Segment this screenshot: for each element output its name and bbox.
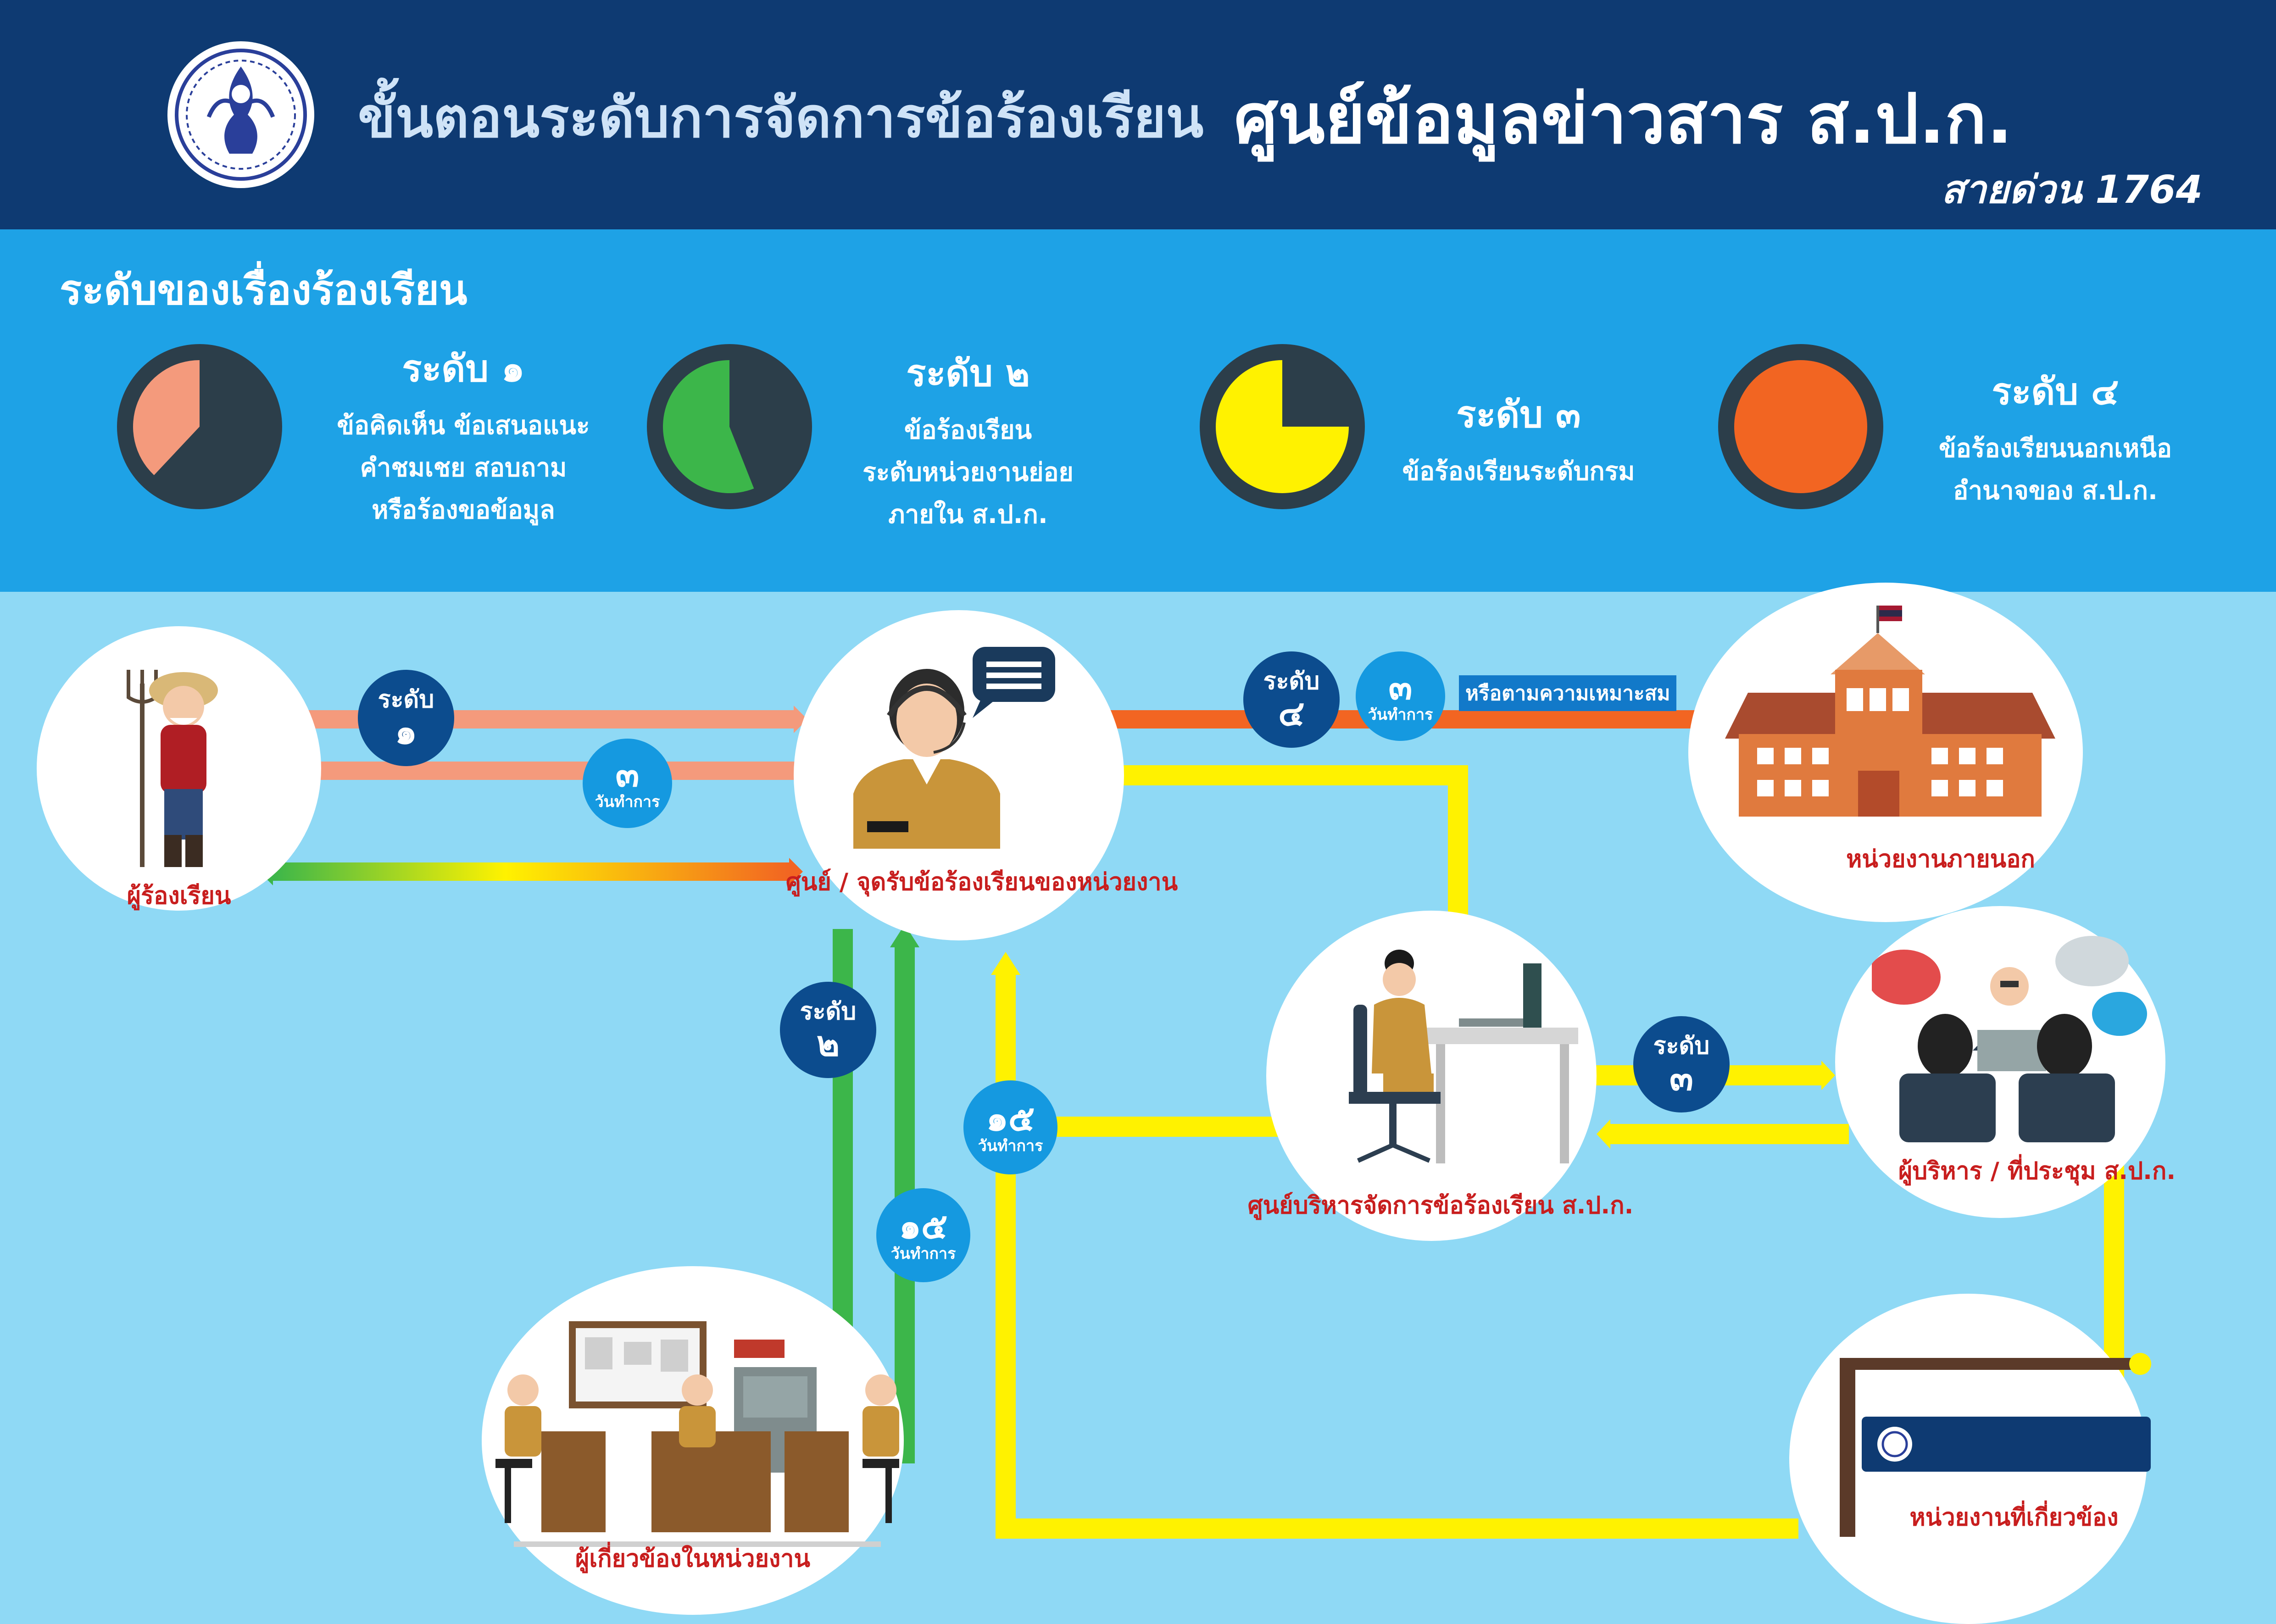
badge-working-days: วันทำการ xyxy=(1368,705,1433,724)
level-4-line: อำนาจของ ส.ป.ก. xyxy=(1953,476,2158,505)
level-2-line: ภายใน ส.ป.ก. xyxy=(888,500,1048,529)
unit-staff-label: ผู้เกี่ยวข้องในหน่วยงาน xyxy=(575,1545,811,1573)
executives-meeting-illustration xyxy=(1872,936,2147,1142)
level-4-line: ข้อร้องเรียนนอกเหนือ xyxy=(1939,434,2172,463)
level-1-pie-icon xyxy=(117,344,282,509)
level-1-line: ข้อคิดเห็น ข้อเสนอแนะ xyxy=(337,411,590,440)
badge-days-number: ๓ xyxy=(615,753,640,795)
badge-working-days: วันทำการ xyxy=(978,1136,1043,1155)
management-15-days-badge: ๑๕ วันทำการ xyxy=(963,1080,1057,1174)
pie-slice xyxy=(133,360,200,475)
government-building-illustration xyxy=(1725,606,2055,817)
level-3-title: ระดับ ๓ xyxy=(1456,393,1581,436)
badge-working-days: วันทำการ xyxy=(595,792,660,811)
agency-signboard-illustration xyxy=(1840,1353,2151,1537)
receiving-center-label: ศูนย์ / จุดรับข้อร้องเรียนของหน่วยงาน xyxy=(785,868,1178,896)
pie-slice xyxy=(1216,360,1349,493)
or-as-appropriate-note: หรือตามความเหมาะสม xyxy=(1459,675,1677,711)
level-1-title: ระดับ ๑ xyxy=(402,347,525,390)
badge-level-number: ๑ xyxy=(395,711,417,752)
management-center-label: ศูนย์บริหารจัดการข้อร้องเรียน ส.ป.ก. xyxy=(1247,1192,1634,1219)
level-1-line: คำชมเชย สอบถาม xyxy=(360,453,567,482)
badge-level-word: ระดับ xyxy=(1263,667,1320,695)
arrow-complainant-to-center xyxy=(257,706,807,733)
related-agency-label: หน่วยงานที่เกี่ยวข้อง xyxy=(1909,1504,2119,1531)
level-4-badge: ระดับ ๔ xyxy=(1243,651,1340,748)
pie-slice xyxy=(1734,360,1867,493)
level-4-pie-icon xyxy=(1718,344,1883,509)
badge-level-word: ระดับ xyxy=(1653,1032,1710,1060)
header-bar xyxy=(0,0,2276,229)
badge-days-number: ๓ xyxy=(1388,666,1413,707)
level-2-description: ระดับ ๒ ข้อร้องเรียน ระดับหน่วยงานย่อย ภ… xyxy=(821,344,1115,535)
hotline-text: สายด่วน 1764 xyxy=(1941,167,2203,212)
arrow-center-to-complainant xyxy=(259,757,810,784)
levels-heading: ระดับของเรื่องร้องเรียน xyxy=(60,266,467,314)
level-2-title: ระดับ ๒ xyxy=(906,352,1030,395)
levels-band xyxy=(0,229,2276,592)
level-2-line: ระดับหน่วยงานย่อย xyxy=(863,457,1074,487)
level-3-description: ระดับ ๓ ข้อร้องเรียนระดับกรม xyxy=(1376,385,1661,492)
pie-slice xyxy=(663,360,754,493)
forward-3-days-badge: ๓ วันทำการ xyxy=(1356,651,1445,741)
executives-label: ผู้บริหาร / ที่ประชุม ส.ป.ก. xyxy=(1898,1157,2176,1185)
office-staff-illustration xyxy=(495,1321,899,1547)
badge-level-number: ๓ xyxy=(1669,1057,1693,1098)
arrow-final-reply-to-complainant xyxy=(259,858,803,885)
level-1-line: หรือร้องขอข้อมูล xyxy=(372,495,555,524)
level-4-description: ระดับ ๔ ข้อร้องเรียนนอกเหนือ อำนาจของ ส.… xyxy=(1904,362,2207,512)
badge-working-days: วันทำการ xyxy=(890,1244,956,1263)
complainant-label: ผู้ร้องเรียน xyxy=(127,882,231,910)
unit-15-days-badge: ๑๕ วันทำการ xyxy=(876,1188,970,1282)
level-4-title: ระดับ ๔ xyxy=(1992,370,2119,413)
badge-days-number: ๑๕ xyxy=(986,1097,1035,1139)
page-title: ขั้นตอนระดับการจัดการข้อร้องเรียน xyxy=(358,86,1204,150)
level-3-badge: ระดับ ๓ xyxy=(1633,1016,1730,1112)
badge-level-number: ๒ xyxy=(816,1023,840,1064)
reply-3-days-badge: ๓ วันทำการ xyxy=(583,739,672,828)
level-2-pie-icon xyxy=(647,344,812,509)
level-3-line: ข้อร้องเรียนระดับกรม xyxy=(1402,456,1635,486)
badge-level-word: ระดับ xyxy=(378,686,434,713)
badge-level-word: ระดับ xyxy=(800,998,857,1025)
external-agency-label: หน่วยงานภายนอก xyxy=(1846,845,2035,873)
level-2-line: ข้อร้องเรียน xyxy=(904,415,1032,445)
farmer-illustration xyxy=(127,670,218,867)
organization-title: ศูนย์ข้อมูลข่าวสาร ส.ป.ก. xyxy=(1234,79,2013,159)
level-1-badge: ระดับ ๑ xyxy=(358,670,454,766)
arrow-executives-to-management xyxy=(1597,1119,1849,1149)
call-center-officer-illustration xyxy=(853,647,1055,849)
level-1-description: ระดับ ๑ ข้อคิดเห็น ข้อเสนอแนะ คำชมเชย สอ… xyxy=(303,339,624,531)
level-3-pie-icon xyxy=(1200,344,1365,509)
badge-days-number: ๑๕ xyxy=(899,1205,948,1246)
badge-level-number: ๔ xyxy=(1278,693,1305,734)
alro-seal-logo xyxy=(167,41,314,188)
level-2-badge: ระดับ ๒ xyxy=(780,982,876,1078)
management-officer-illustration xyxy=(1349,950,1578,1163)
arrow-related-agency-to-center xyxy=(991,952,1798,1539)
